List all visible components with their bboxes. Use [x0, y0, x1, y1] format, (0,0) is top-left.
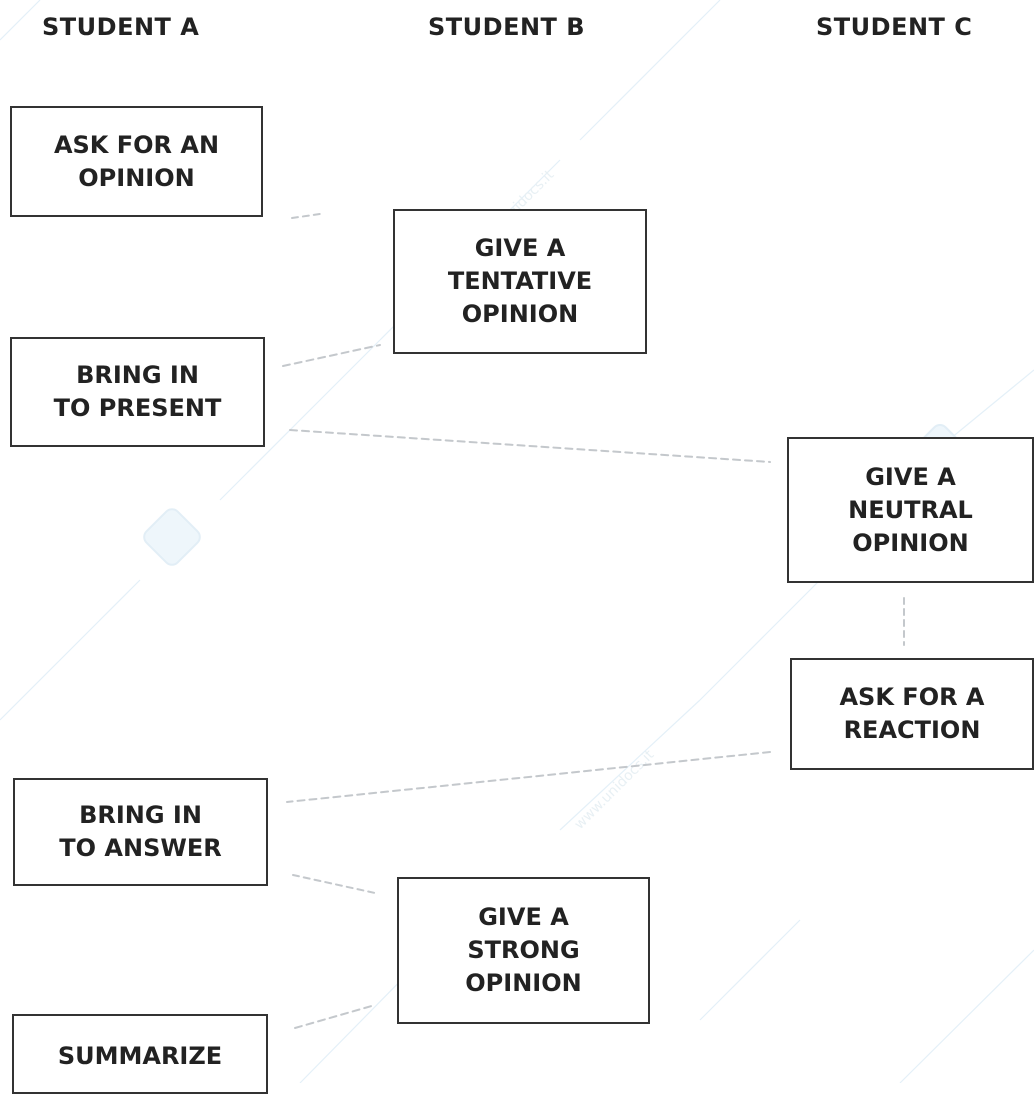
step-box-bring-in-to-present: BRING IN TO PRESENT	[10, 337, 265, 447]
column-header-student-b: STUDENT B	[428, 13, 586, 41]
step-label: GIVE A TENTATIVE OPINION	[447, 234, 593, 328]
step-box-give-strong-opinion: GIVE A STRONG OPINION	[397, 877, 650, 1024]
step-box-give-neutral-opinion: GIVE A NEUTRAL OPINION	[787, 437, 1034, 583]
column-header-student-c: STUDENT C	[816, 13, 973, 41]
connector-bring-in-answer-to-strong	[292, 874, 376, 894]
step-box-give-tentative-opinion: GIVE A TENTATIVE OPINION	[393, 209, 647, 354]
connector-strong-to-summarize	[294, 1004, 376, 1029]
column-header-student-a: STUDENT A	[42, 13, 200, 41]
connectors	[282, 213, 905, 1029]
step-label: BRING IN TO PRESENT	[53, 361, 222, 422]
step-label: BRING IN TO ANSWER	[59, 801, 222, 862]
step-label: ASK FOR A REACTION	[839, 683, 985, 744]
connector-bring-in-present-to-neutral	[289, 429, 771, 463]
step-label: GIVE A NEUTRAL OPINION	[848, 462, 973, 557]
watermark-text: www.unidocs.it	[572, 747, 658, 833]
step-label: SUMMARIZE	[57, 1042, 223, 1070]
connector-reaction-to-bring-in-answer	[286, 751, 771, 803]
connector-tentative-to-bring-in-present	[282, 344, 381, 367]
connector-ask-to-tentative	[291, 213, 321, 219]
step-label: ASK FOR AN OPINION	[53, 130, 220, 192]
step-label: GIVE A STRONG OPINION	[465, 903, 582, 997]
step-box-summarize: SUMMARIZE	[12, 1014, 268, 1094]
step-box-ask-for-opinion: ASK FOR AN OPINION	[10, 106, 263, 217]
step-box-bring-in-to-answer: BRING IN TO ANSWER	[13, 778, 268, 886]
watermark-logo-icon	[143, 508, 201, 566]
step-box-ask-for-reaction: ASK FOR A REACTION	[790, 658, 1034, 770]
